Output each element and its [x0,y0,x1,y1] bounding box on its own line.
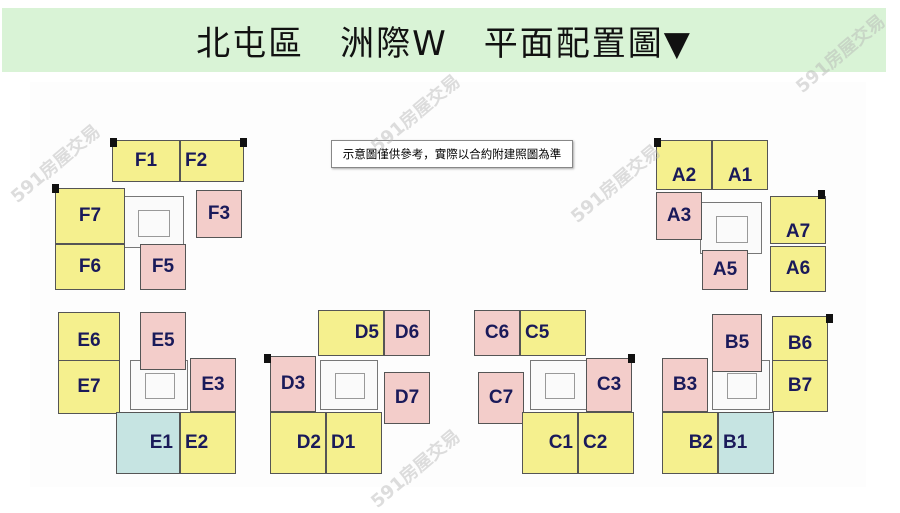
unit-e5[interactable]: E5 [140,312,186,370]
column-post [826,314,833,323]
unit-a3[interactable]: A3 [656,192,702,240]
column-post [818,190,825,199]
unit-d6[interactable]: D6 [384,310,430,356]
unit-a6[interactable]: A6 [770,246,826,292]
unit-c3[interactable]: C3 [586,358,632,412]
unit-c1[interactable]: C1 [522,412,578,474]
core-a [700,202,762,254]
unit-b3[interactable]: B3 [662,358,708,412]
unit-e1[interactable]: E1 [116,412,180,474]
unit-d3[interactable]: D3 [270,356,316,412]
unit-c7[interactable]: C7 [478,372,524,424]
column-post [52,184,59,193]
disclaimer-note: 示意圖僅供參考，實際以合約附建照圖為準 [331,140,573,168]
unit-c5[interactable]: C5 [520,310,586,356]
column-post [110,138,117,147]
unit-d2[interactable]: D2 [270,412,326,474]
unit-e3[interactable]: E3 [190,358,236,412]
core-c [530,360,588,410]
unit-f1[interactable]: F1 [112,140,180,182]
unit-b1[interactable]: B1 [718,412,774,474]
unit-e7[interactable]: E7 [58,360,120,414]
unit-b7[interactable]: B7 [772,360,828,412]
column-post [240,138,247,147]
unit-a1[interactable]: A1 [712,140,768,190]
unit-d7[interactable]: D7 [384,372,430,424]
unit-c2[interactable]: C2 [578,412,634,474]
column-post [628,354,635,363]
page-title: 北屯區 洲際W 平面配置圖▼ [196,23,692,64]
unit-a7[interactable]: A7 [770,196,826,244]
column-post [264,354,271,363]
core-d [320,360,378,410]
unit-d5[interactable]: D5 [318,310,384,356]
unit-a5[interactable]: A5 [702,250,748,290]
unit-f3[interactable]: F3 [196,190,242,238]
core-f [122,196,184,248]
unit-f5[interactable]: F5 [140,244,186,290]
unit-c6[interactable]: C6 [474,310,520,356]
unit-e2[interactable]: E2 [180,412,236,474]
column-post [654,138,661,147]
unit-d1[interactable]: D1 [326,412,382,474]
unit-f6[interactable]: F6 [55,244,125,290]
unit-b2[interactable]: B2 [662,412,718,474]
unit-a2[interactable]: A2 [656,140,712,190]
unit-f2[interactable]: F2 [180,140,244,182]
title-banner: 北屯區 洲際W 平面配置圖▼ [2,8,886,72]
unit-f7[interactable]: F7 [55,188,125,244]
unit-b5[interactable]: B5 [712,314,762,372]
